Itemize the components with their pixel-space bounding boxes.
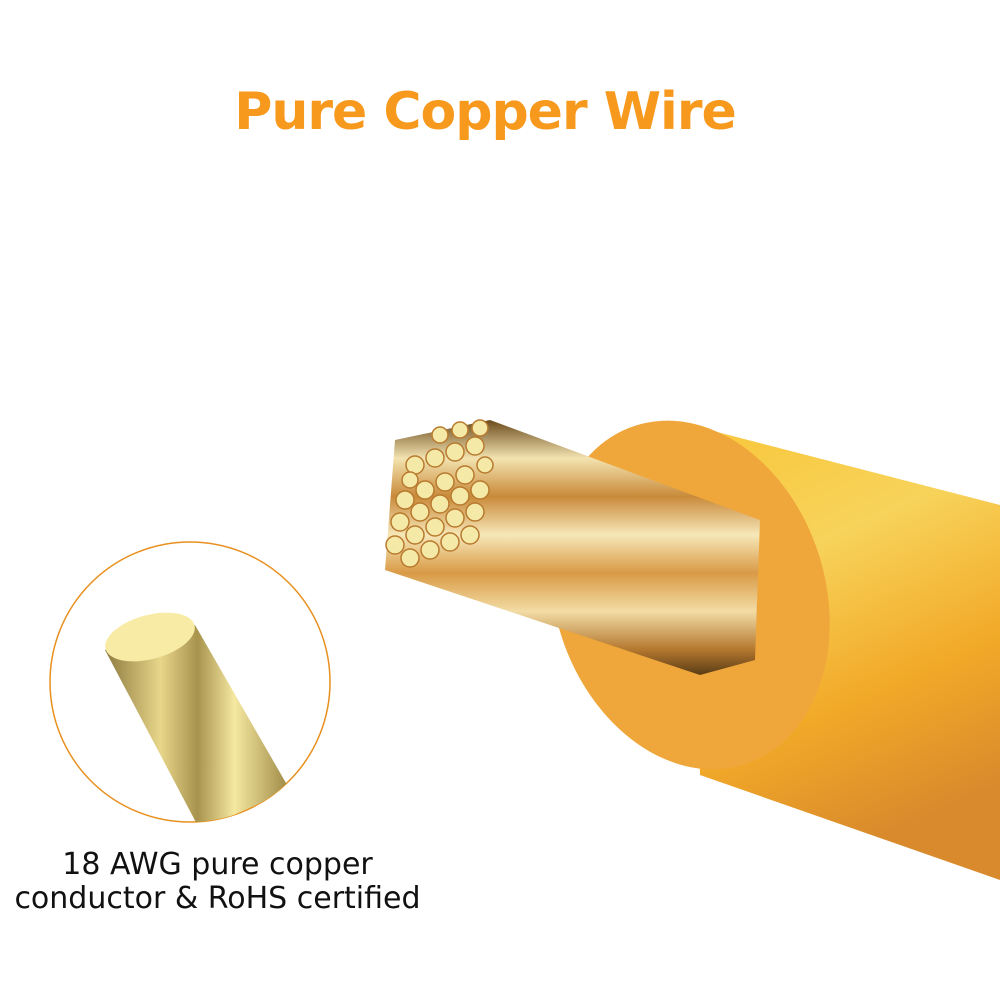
caption-line-1: 18 AWG pure copper: [62, 847, 373, 882]
conductor-detail-inset: [49, 541, 331, 823]
copper-strands: [385, 419, 760, 675]
page-title: Pure Copper Wire: [234, 82, 737, 142]
conductor-caption: 18 AWG pure copper conductor & RoHS cert…: [0, 848, 435, 916]
caption-line-2: conductor & RoHS certified: [14, 881, 421, 916]
